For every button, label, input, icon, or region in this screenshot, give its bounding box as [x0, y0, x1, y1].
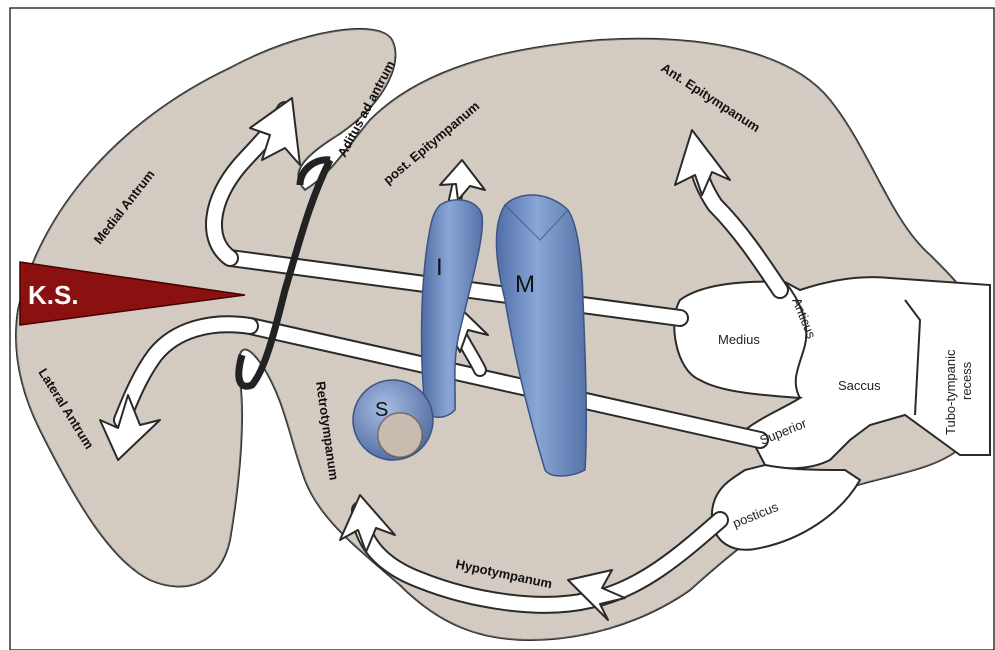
stapes-label: S [375, 399, 388, 421]
incus-label: I [436, 254, 443, 281]
label-saccus: Saccus [838, 378, 881, 393]
stapes: S [353, 380, 433, 460]
ks-label: K.S. [28, 280, 79, 310]
tubo-line-2: recess [959, 361, 974, 400]
label-medius: Medius [718, 332, 760, 347]
malleus-label: M [515, 271, 535, 298]
tubo-line-1: Tubo-tympanic [943, 349, 958, 435]
